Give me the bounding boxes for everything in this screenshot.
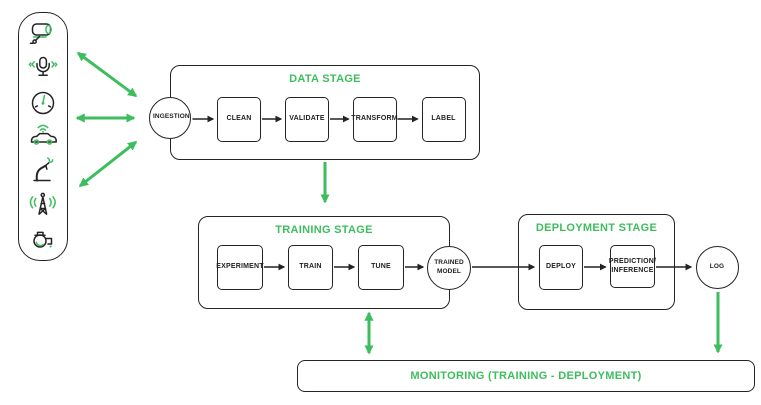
data-sources-panel [18,12,68,261]
monitoring-bar: MONITORING (TRAINING - DEPLOYMENT) [297,360,755,392]
validate-node: VALIDATE [285,97,329,142]
robotic-arm-icon [26,155,60,185]
transform-node: TRANSFORM [351,97,398,142]
monitoring-title: MONITORING (TRAINING - DEPLOYMENT) [410,370,642,382]
trained-model-label: TRAINED MODEL [434,259,464,275]
deployment-stage-title: DEPLOYMENT STAGE [535,222,658,234]
deploy-node: DEPLOY [539,245,583,290]
radio-tower-icon [26,189,60,219]
microphone-icon [26,54,60,84]
tune-node: TUNE [358,245,404,290]
log-label: LOG [709,262,725,270]
cctv-camera-icon [26,20,60,50]
label-node: LABEL [421,97,466,142]
ingestion-node: INGESTION [149,96,191,139]
log-node: LOG [695,245,739,289]
data-stage-title: DATA STAGE [289,73,361,85]
trained-model-node: TRAINED MODEL [427,245,471,290]
engine-icon [26,223,60,253]
training-stage-title: TRAINING STAGE [275,224,373,236]
train-node: TRAIN [288,245,333,290]
experiment-node: EXPERIMENT [216,245,264,290]
connected-car-icon [26,121,60,151]
source-ingestion-arrows [75,51,138,188]
prediction-inference-node: PREDICTION/ INFERENCE [609,245,656,288]
gauge-icon [26,88,60,118]
clean-node: CLEAN [217,97,261,142]
ingestion-label: INGESTION [153,113,190,121]
